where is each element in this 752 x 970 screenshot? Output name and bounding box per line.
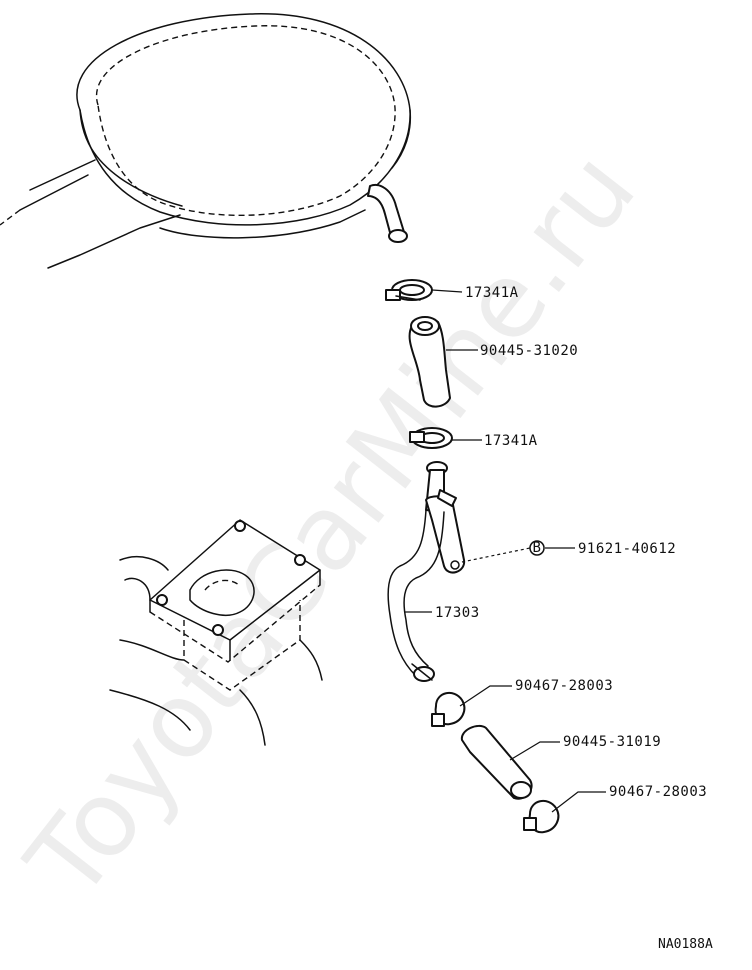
watermark: ToyotaCarMine.ru — [3, 129, 659, 921]
lower-clamp — [431, 691, 466, 727]
part-label-bolt: 91621-40612 — [578, 541, 676, 557]
part-label-clamp-lower: 90467-28003 — [515, 678, 613, 694]
reference-code: NA0188A — [658, 937, 713, 952]
upper-hose — [408, 316, 451, 408]
part-label-hose-lower: 90445-31019 — [563, 734, 661, 750]
bolt-symbol-letter: B — [533, 540, 542, 556]
part-label-clamp-middle: 17341A — [484, 433, 538, 449]
air-cleaner-housing — [0, 13, 412, 269]
part-label-clamp-bottom: 90467-28003 — [609, 784, 707, 800]
bottom-clamp — [523, 799, 560, 834]
bolt-symbol: B — [529, 540, 545, 556]
leader-lines — [404, 289, 606, 813]
middle-clamp — [409, 427, 453, 449]
intake-manifold — [109, 519, 323, 746]
part-label-hose-upper: 90445-31020 — [480, 343, 578, 359]
part-label-pipe: 17303 — [435, 605, 480, 621]
pipe-assembly — [387, 461, 466, 682]
lower-hose — [460, 724, 533, 800]
part-label-clamp-upper: 17341A — [465, 285, 519, 301]
upper-clamp — [385, 279, 433, 301]
